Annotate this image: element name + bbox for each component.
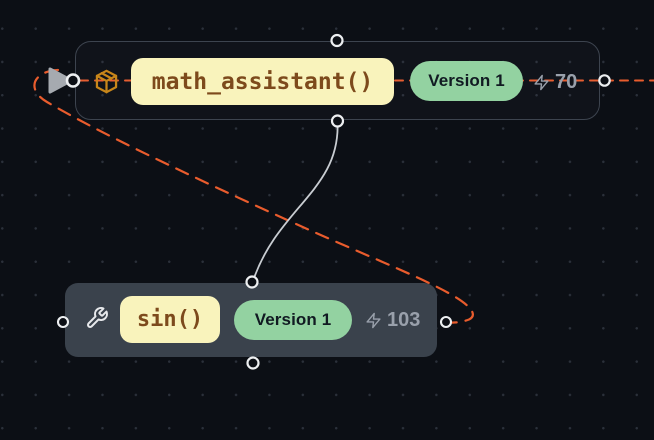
zap-icon	[534, 74, 549, 91]
wrench-icon	[87, 307, 108, 328]
zap-icon	[366, 312, 381, 329]
edge-curve[interactable]	[252, 120, 339, 282]
node-math-assistant[interactable]: math_assistant() Version 1 70	[75, 41, 600, 120]
token-count-value: 70	[555, 71, 578, 93]
version-badge: Version 1	[234, 300, 352, 340]
edge-dashed-loop[interactable]	[33, 68, 474, 324]
node-name-pill: sin()	[120, 296, 220, 343]
version-badge: Version 1	[410, 61, 523, 101]
token-count-value: 103	[387, 309, 421, 331]
node-name-pill: math_assistant()	[131, 58, 394, 105]
node-sin[interactable]: sin() Version 1 103	[65, 283, 437, 357]
token-count: 103	[365, 307, 420, 334]
package-icon	[95, 69, 118, 94]
token-count: 70	[533, 69, 577, 96]
